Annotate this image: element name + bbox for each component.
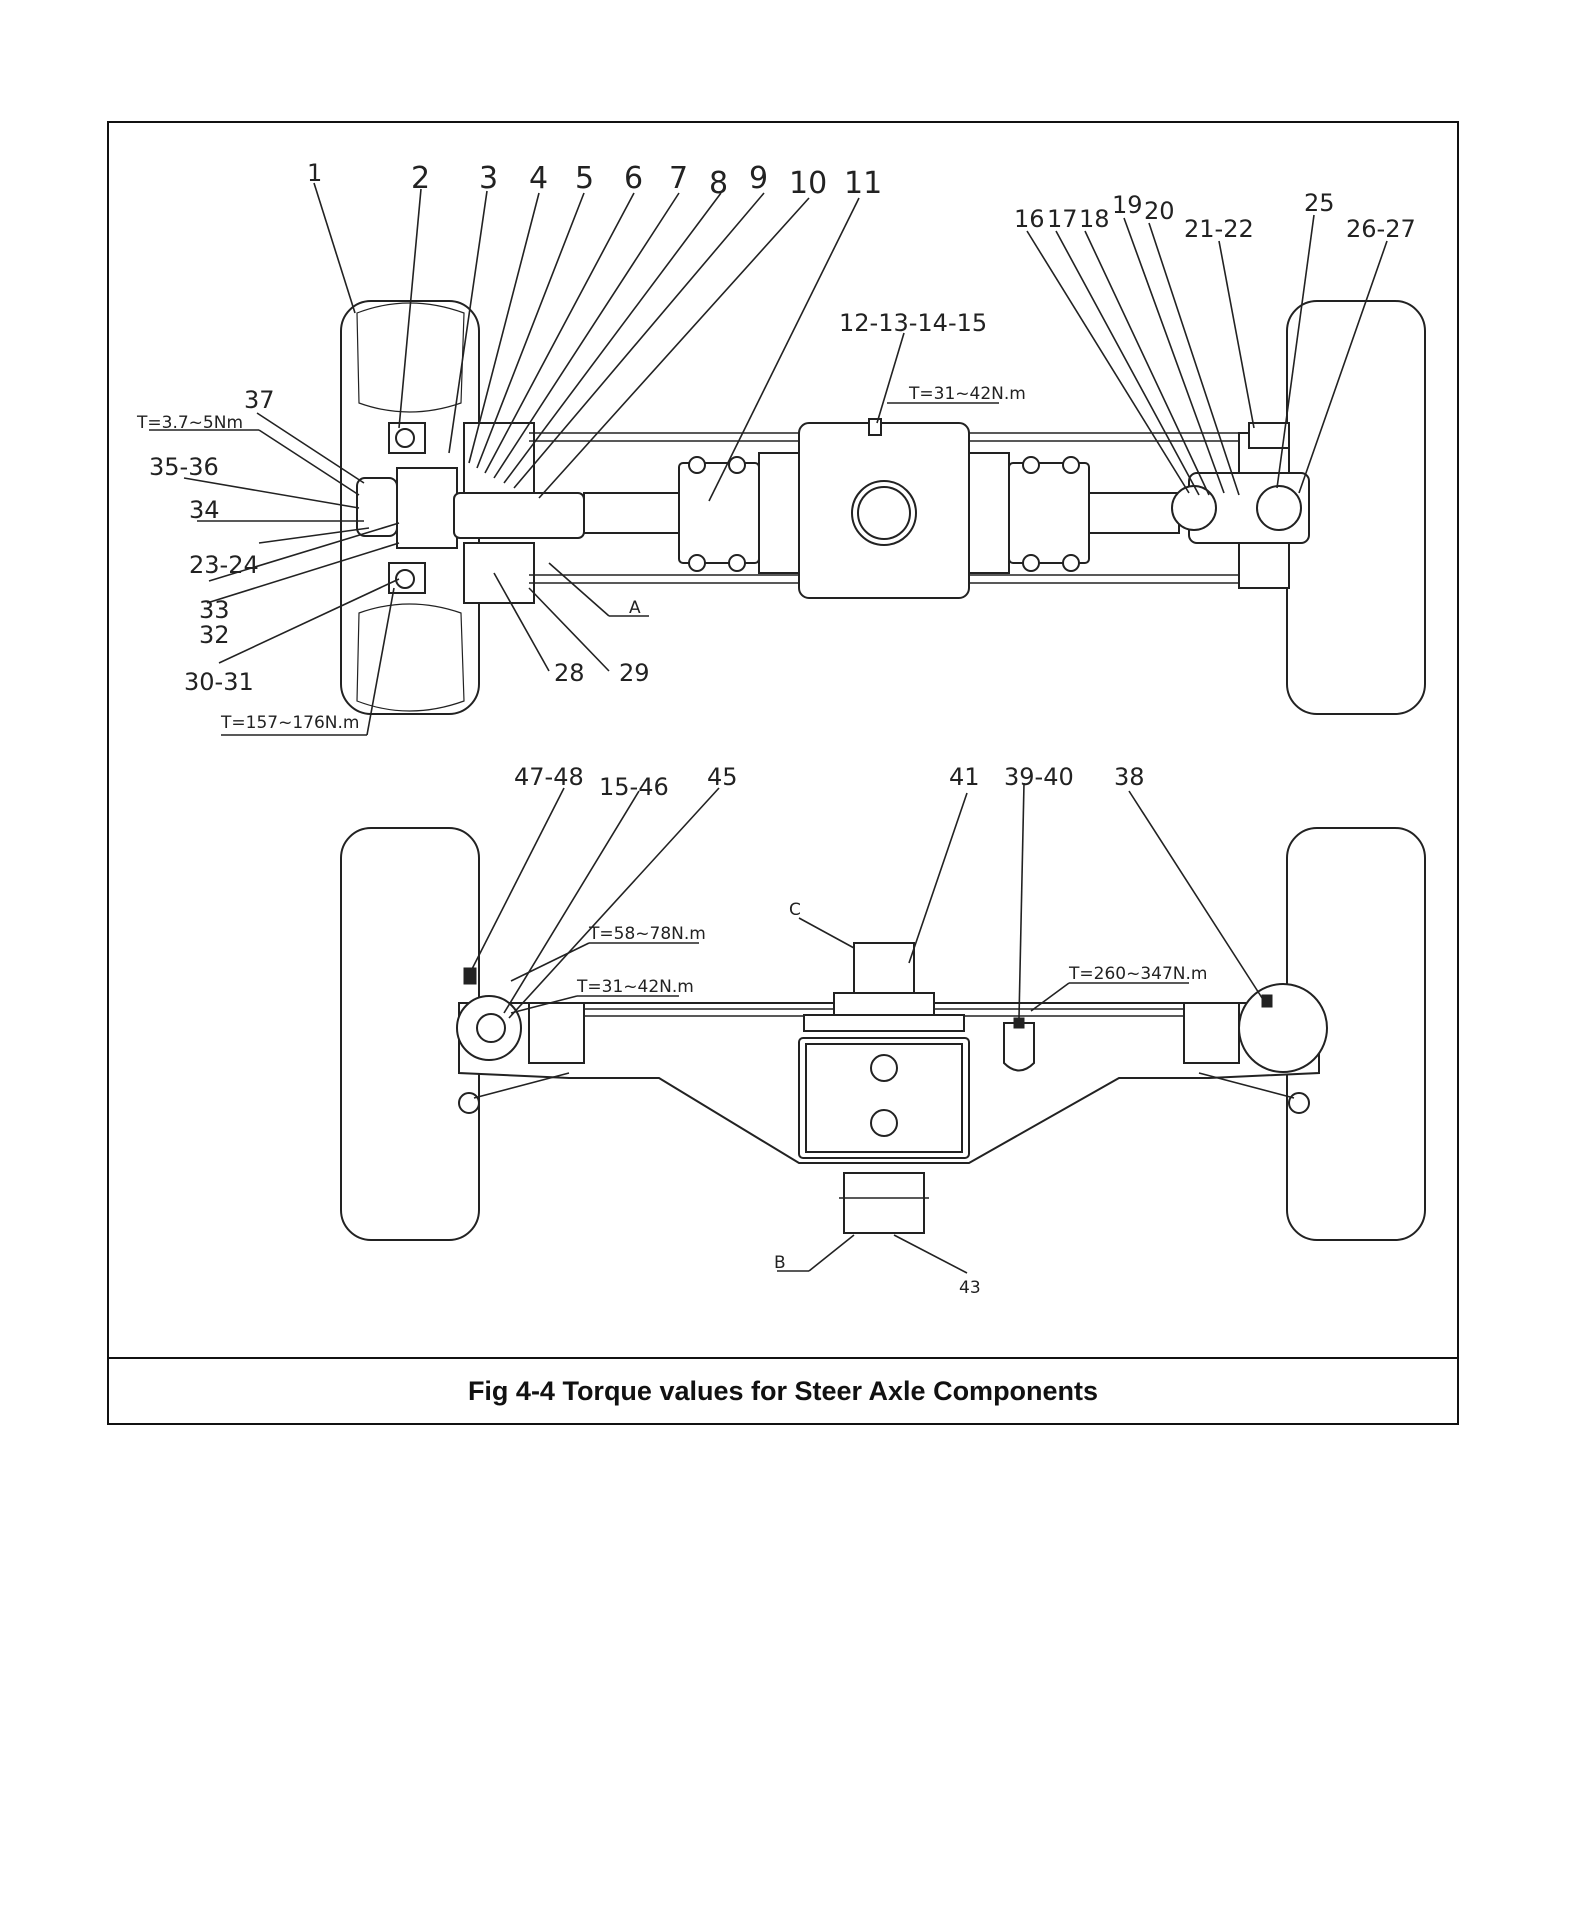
callout-18: 18: [1079, 205, 1110, 233]
callout-23-24: 23-24: [189, 551, 259, 579]
callout-19: 19: [1112, 191, 1143, 219]
callout-9: 9: [749, 161, 768, 196]
torque-label-3: T=157~176N.m: [220, 713, 359, 733]
callout-12-15: 12-13-14-15: [839, 309, 987, 337]
callout-5: 5: [575, 161, 594, 196]
callout-30-31: 30-31: [184, 668, 254, 696]
callout-15-46: 15-46: [599, 773, 669, 801]
callout-A: A: [629, 598, 641, 618]
callout-39-40: 39-40: [1004, 763, 1074, 791]
top-leaders: [149, 182, 1388, 736]
callout-8: 8: [709, 166, 728, 201]
callout-26-27: 26-27: [1346, 215, 1416, 243]
callout-17: 17: [1047, 205, 1078, 233]
torque-label-2: T=31~42N.m: [908, 384, 1026, 404]
callout-10: 10: [789, 166, 827, 201]
callout-28: 28: [554, 659, 585, 687]
callout-43: 43: [959, 1278, 981, 1298]
caption-row: Fig 4-4 Torque values for Steer Axle Com…: [109, 1357, 1457, 1423]
callout-29: 29: [619, 659, 650, 687]
torque-label-6: T=260~347N.m: [1068, 964, 1207, 984]
callout-45: 45: [707, 763, 738, 791]
callout-7: 7: [669, 161, 688, 196]
bottom-leaders: [470, 782, 1265, 1274]
callout-32: 32: [199, 621, 230, 649]
axle-beam-bottom: [456, 942, 1329, 1234]
callout-33: 33: [199, 596, 230, 624]
callout-21-22: 21-22: [1184, 215, 1254, 243]
left-knuckle: [356, 422, 585, 604]
callout-C: C: [789, 900, 801, 920]
callout-6: 6: [624, 161, 643, 196]
torque-label-4: T=58~78N.m: [588, 924, 706, 944]
figure-caption: Fig 4-4 Torque values for Steer Axle Com…: [467, 1375, 1099, 1406]
callout-1: 1: [307, 159, 322, 187]
callout-16: 16: [1014, 205, 1045, 233]
callout-41: 41: [949, 763, 980, 791]
torque-label-1: T=3.7~5Nm: [136, 413, 243, 433]
bottom-callout-labels: 47-48 15-46 45 41 39-40 38 C B 43 T=58~7…: [514, 763, 1207, 1298]
callout-38: 38: [1114, 763, 1145, 791]
callout-11: 11: [844, 166, 882, 201]
callout-34: 34: [189, 496, 220, 524]
steer-axle-drawing: 1 2 3 4 5 6 7 8 9 10 11 12-13-14-15 16 1…: [136, 159, 1426, 1298]
bottom-view: 47-48 15-46 45 41 39-40 38 C B 43 T=58~7…: [340, 763, 1426, 1298]
top-callout-labels: 1 2 3 4 5 6 7 8 9 10 11 12-13-14-15 16 1…: [136, 159, 1416, 733]
callout-25: 25: [1304, 189, 1335, 217]
steering-cylinder: [678, 418, 1090, 599]
right-wheel-top: [1171, 300, 1426, 715]
torque-label-5: T=31~42N.m: [576, 977, 694, 997]
figure-frame: 1 2 3 4 5 6 7 8 9 10 11 12-13-14-15 16 1…: [107, 121, 1459, 1425]
callout-4: 4: [529, 161, 548, 196]
callout-B: B: [774, 1253, 786, 1273]
callout-2: 2: [411, 161, 430, 196]
top-view: 1 2 3 4 5 6 7 8 9 10 11 12-13-14-15 16 1…: [136, 159, 1426, 736]
callout-35-36: 35-36: [149, 453, 219, 481]
callout-47-48: 47-48: [514, 763, 584, 791]
callout-20: 20: [1144, 197, 1175, 225]
callout-3: 3: [479, 161, 498, 196]
callout-37: 37: [244, 386, 275, 414]
